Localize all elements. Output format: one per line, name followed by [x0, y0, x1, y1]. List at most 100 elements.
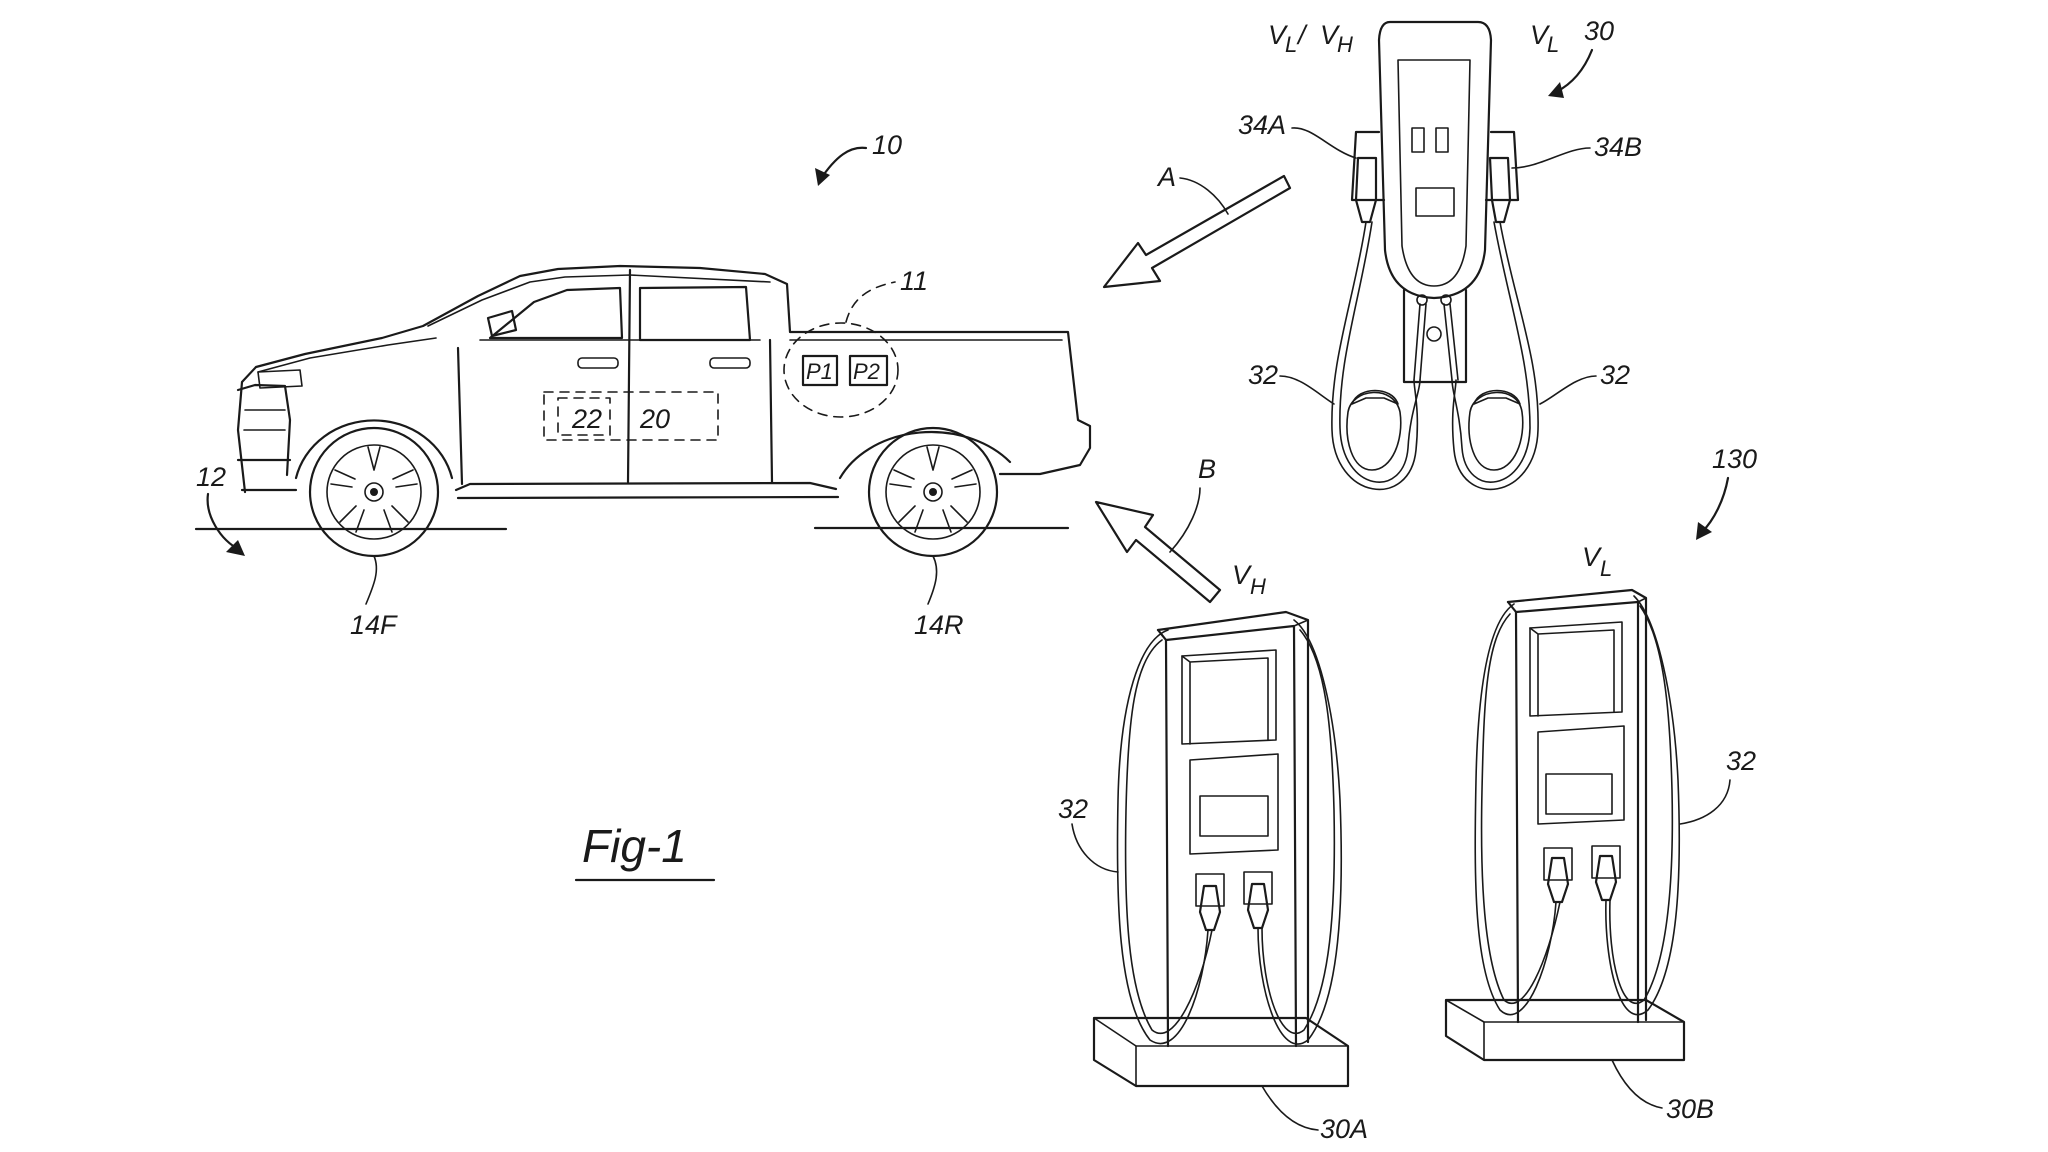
station-30b-cable-right-outer	[1605, 595, 1681, 1016]
charging-station-30b	[1444, 588, 1686, 1062]
label-32-30b: 32	[1726, 746, 1756, 776]
arrowhead-10	[815, 168, 830, 186]
front-window	[488, 286, 624, 340]
running-board	[456, 495, 840, 500]
charge-port-p1	[801, 354, 839, 387]
battery-module-outline	[543, 391, 719, 441]
port-region-outline	[783, 322, 899, 418]
leader-34a	[1291, 127, 1357, 159]
station-30a-connector-left	[1198, 884, 1222, 932]
label-30-voltage-left-v1: V	[1268, 20, 1289, 50]
station-30b-tower-front	[1514, 600, 1640, 1024]
station-30a-tower-top	[1156, 610, 1310, 1044]
leader-30b	[1611, 1059, 1663, 1109]
station-30a-base	[1092, 1016, 1350, 1088]
leader-130	[1700, 476, 1730, 534]
station-30a-holster-right	[1243, 871, 1273, 905]
station-30a-display	[1199, 795, 1269, 837]
station-30b-panel	[1537, 725, 1625, 825]
front-door-leading-edge	[456, 346, 464, 486]
label-32-right: 32	[1600, 360, 1630, 390]
leader-11	[845, 281, 896, 323]
connector-34b	[1488, 156, 1512, 224]
label-10: 10	[872, 130, 902, 160]
label-130: 130	[1712, 444, 1757, 474]
arrowhead-12	[226, 540, 245, 556]
label-30b: 30B	[1666, 1094, 1714, 1124]
station-30b-display	[1545, 773, 1613, 815]
station-30b-cable-right-inner	[1609, 605, 1674, 1004]
figure-title: Fig-1	[582, 820, 687, 872]
leader-14f	[365, 555, 378, 605]
charger-30-button-1	[1411, 127, 1425, 153]
label-b: B	[1198, 454, 1216, 484]
label-30-voltage-right-sub: L	[1547, 32, 1559, 57]
charging-station-30a	[1092, 610, 1350, 1088]
arrowhead-130	[1696, 522, 1712, 540]
headlight	[257, 369, 303, 389]
station-30a-opening	[1181, 649, 1277, 745]
side-mirror	[486, 309, 518, 338]
station-30b-cable-left-inner	[1480, 613, 1561, 1004]
charger-30-display	[1415, 187, 1455, 217]
wall-charger-30	[1331, 20, 1539, 491]
pickup-truck: 22 20 P1 P2 11	[194, 264, 1092, 558]
leader-34b	[1511, 147, 1591, 169]
label-30-voltage-left-slash: /	[1296, 20, 1308, 50]
charge-port-p2	[848, 354, 889, 387]
connector-34a	[1354, 156, 1378, 224]
label-30-voltage-right: V	[1530, 20, 1551, 50]
station-30a-cable-left-outer	[1116, 629, 1209, 1045]
station-30b-cable-left-outer	[1474, 603, 1557, 1016]
grille-outline	[236, 383, 292, 477]
cable-coil-left	[1331, 221, 1421, 491]
charger-30-body	[1377, 20, 1493, 300]
arrowhead-30	[1548, 82, 1564, 98]
leader-32-30b	[1679, 779, 1731, 825]
station-30a-panel	[1189, 753, 1279, 855]
truck-body-outline	[236, 264, 1092, 494]
rear-window	[638, 285, 752, 342]
station-30a-base-top-edge	[1093, 1017, 1349, 1047]
label-14f: 14F	[350, 610, 398, 640]
leader-b	[1169, 487, 1201, 553]
station-30b-holster-right	[1591, 845, 1621, 879]
label-a: A	[1156, 162, 1176, 192]
station-30b-holster-left	[1543, 847, 1573, 881]
label-12: 12	[196, 462, 226, 492]
label-30-voltage-left-sub1: L	[1285, 32, 1297, 57]
label-32-30a: 32	[1058, 794, 1088, 824]
holster-left	[1350, 130, 1386, 202]
station-30a-holster-left	[1195, 873, 1225, 907]
roof-inner-line	[427, 274, 771, 327]
label-30a: 30A	[1320, 1114, 1368, 1144]
station-30a-cable-right-inner	[1261, 629, 1336, 1034]
label-30b-voltage-sub: L	[1600, 556, 1612, 581]
label-30a-voltage: V	[1232, 560, 1253, 590]
rear-door-handle	[709, 357, 751, 369]
leader-32-left	[1279, 375, 1335, 405]
label-34b: 34B	[1594, 132, 1642, 162]
label-30b-voltage: V	[1582, 542, 1603, 572]
station-30a-cable-left-inner	[1124, 639, 1213, 1034]
charger-30-indicator	[1426, 326, 1442, 342]
label-30-voltage-left-sub2: H	[1337, 32, 1353, 57]
charger-30-face	[1397, 59, 1471, 287]
arrow-a	[1102, 174, 1292, 289]
cable-exit-right	[1443, 303, 1459, 381]
leader-a	[1179, 177, 1229, 215]
station-30a-connector-right	[1246, 882, 1270, 930]
label-20: 20	[639, 404, 670, 434]
rocker-panel	[454, 481, 838, 492]
leader-30a	[1261, 1085, 1319, 1131]
station-30b-tower-top	[1506, 588, 1648, 1022]
label-30-voltage-left-v2: V	[1320, 20, 1341, 50]
charger-30-button-2	[1435, 127, 1449, 153]
leader-12	[206, 492, 242, 552]
hood-line	[257, 337, 437, 373]
door-seam	[626, 268, 632, 484]
arrow-b	[1094, 500, 1222, 604]
label-34a: 34A	[1238, 110, 1286, 140]
charger-30-pedestal	[1402, 288, 1468, 384]
